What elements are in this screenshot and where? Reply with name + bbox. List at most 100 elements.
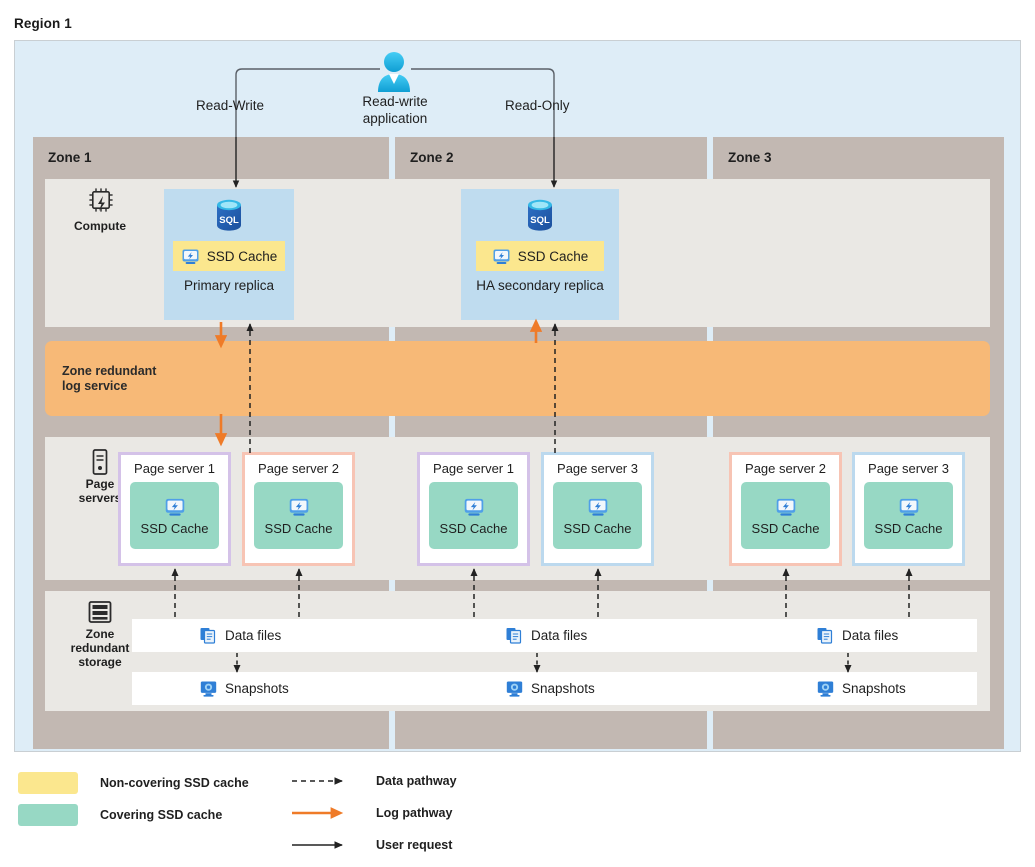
log-service-label-line2: log service	[62, 378, 128, 393]
pathway-arrows	[171, 137, 913, 673]
page-server-title: Page server 2	[745, 461, 826, 476]
snapshots-icon	[817, 681, 834, 697]
storage-stack-icon	[88, 601, 112, 623]
data-files-label: Data files	[225, 628, 282, 643]
legend-swatch-covering	[18, 804, 78, 826]
page-server-cache: SSD Cache	[864, 482, 953, 549]
snapshots-icon	[506, 681, 523, 697]
page-server-cache-label: SSD Cache	[439, 520, 508, 536]
page-server-title: Page server 3	[557, 461, 638, 476]
page-server-card-z3-ps3[interactable]: Page server 3 SSD Cache	[852, 452, 965, 566]
zone-name-3: Zone 3	[728, 149, 772, 165]
data-files-label: Data files	[842, 628, 899, 643]
application-label: Read-write application	[331, 93, 459, 127]
page-server-title: Page server 1	[134, 461, 215, 476]
ssd-cache-primary: SSD Cache	[173, 241, 285, 271]
ssd-disk-icon	[289, 498, 308, 516]
ssd-disk-icon	[588, 498, 607, 516]
person-icon	[378, 52, 410, 92]
page-server-cache: SSD Cache	[429, 482, 518, 549]
server-tower-icon	[92, 449, 108, 475]
cpu-chip-icon	[89, 188, 113, 212]
compute-node-ha-secondary-replica[interactable]: SQL SSD Cache HA secondary replica	[461, 189, 619, 320]
ssd-disk-icon	[165, 498, 184, 516]
legend-item-user-request: User request	[292, 838, 452, 852]
page-servers-row-label-line1: Page	[85, 477, 115, 491]
sql-database-icon: SQL	[217, 199, 241, 231]
zone-header-3: Zone 3	[713, 137, 1004, 177]
zone-name-2: Zone 2	[410, 149, 454, 165]
legend-line-orange-icon	[292, 807, 344, 819]
page-server-title: Page server 1	[433, 461, 514, 476]
page-server-title: Page server 3	[868, 461, 949, 476]
legend-line-solid-icon	[292, 841, 343, 849]
zone-name-1: Zone 1	[48, 149, 92, 165]
svg-text:SQL: SQL	[530, 215, 550, 226]
compute-row-label-text: Compute	[74, 219, 126, 233]
snapshots-cell-z2: Snapshots	[505, 679, 595, 698]
ssd-disk-icon	[182, 249, 199, 264]
zone-redundant-log-service[interactable]: Zone redundant log service	[45, 341, 990, 416]
legend-item-covering: Covering SSD cache	[18, 804, 222, 826]
page-servers-row-label: Page servers	[65, 447, 135, 505]
data-files-icon	[200, 628, 216, 644]
page-server-cache-label: SSD Cache	[563, 520, 632, 536]
branch-label-read-write: Read-Write	[196, 98, 265, 113]
page-server-card-z2-ps3[interactable]: Page server 3 SSD Cache	[541, 452, 654, 566]
svg-text:SQL: SQL	[219, 215, 239, 226]
zone-header-2: Zone 2	[395, 137, 707, 177]
snapshots-cell-z1: Snapshots	[199, 679, 289, 698]
compute-node-primary-replica[interactable]: SQL SSD Cache Primary replica	[164, 189, 294, 320]
storage-row-label-line1: Zone	[85, 627, 115, 641]
compute-row-label: Compute	[65, 187, 135, 233]
snapshots-label: Snapshots	[531, 681, 595, 696]
snapshots-label: Snapshots	[225, 681, 289, 696]
compute-node-primary-name: Primary replica	[183, 278, 275, 293]
storage-row-data-files[interactable]: Data files Data files Data files	[132, 619, 977, 652]
data-files-cell-z2: Data files	[505, 626, 587, 645]
legend: Non-covering SSD cache Covering SSD cach…	[14, 762, 1021, 862]
user-request-connectors	[235, 68, 555, 137]
storage-row-label-line2: redundant	[70, 641, 130, 655]
ssd-disk-icon	[776, 498, 795, 516]
page-server-cache: SSD Cache	[553, 482, 642, 549]
data-files-icon	[506, 628, 522, 644]
page-server-cache-label: SSD Cache	[264, 520, 333, 536]
storage-row-snapshots[interactable]: Snapshots Snapshots Snapshots	[132, 672, 977, 705]
data-files-label: Data files	[531, 628, 588, 643]
page-server-card-z1-ps2[interactable]: Page server 2 SSD Cache	[242, 452, 355, 566]
data-files-icon	[817, 628, 833, 644]
page-server-cache: SSD Cache	[254, 482, 343, 549]
page-server-cache-label: SSD Cache	[140, 520, 209, 536]
legend-swatch-non-covering	[18, 772, 78, 794]
page-servers-row-label-line2: servers	[78, 491, 122, 505]
application-label-line1: Read-write	[362, 94, 428, 109]
legend-label-non-covering: Non-covering SSD cache	[100, 776, 249, 790]
storage-row-label-line3: storage	[78, 655, 122, 669]
page-server-cache-label: SSD Cache	[874, 520, 943, 536]
data-files-cell-z1: Data files	[199, 626, 281, 645]
legend-label-user-request: User request	[376, 838, 453, 852]
legend-line-dashed-icon	[292, 777, 343, 785]
ssd-disk-icon	[493, 249, 510, 264]
legend-item-non-covering: Non-covering SSD cache	[18, 772, 249, 794]
page-server-card-z2-ps1[interactable]: Page server 1 SSD Cache	[417, 452, 530, 566]
legend-label-data-pathway: Data pathway	[376, 774, 457, 788]
page-server-cache-label: SSD Cache	[751, 520, 820, 536]
page-server-cache: SSD Cache	[741, 482, 830, 549]
ssd-cache-primary-label: SSD Cache	[206, 248, 278, 264]
sql-database-icon: SQL	[528, 199, 552, 231]
legend-item-log-pathway: Log pathway	[292, 806, 452, 820]
page-server-cache: SSD Cache	[130, 482, 219, 549]
compute-node-ha-secondary-name: HA secondary replica	[476, 278, 604, 293]
storage-row-label: Zone redundant storage	[63, 599, 137, 669]
application-label-line2: application	[362, 111, 428, 126]
page-server-card-z3-ps2[interactable]: Page server 2 SSD Cache	[729, 452, 842, 566]
ssd-cache-ha-secondary-label: SSD Cache	[517, 248, 589, 264]
data-files-cell-z3: Data files	[816, 626, 898, 645]
page-server-card-z1-ps1[interactable]: Page server 1 SSD Cache	[118, 452, 231, 566]
region-title: Region 1	[14, 16, 72, 31]
ssd-disk-icon	[464, 498, 483, 516]
application-block: Read-write application Read-Write Read-O…	[15, 41, 1022, 137]
ssd-cache-ha-secondary: SSD Cache	[476, 241, 604, 271]
